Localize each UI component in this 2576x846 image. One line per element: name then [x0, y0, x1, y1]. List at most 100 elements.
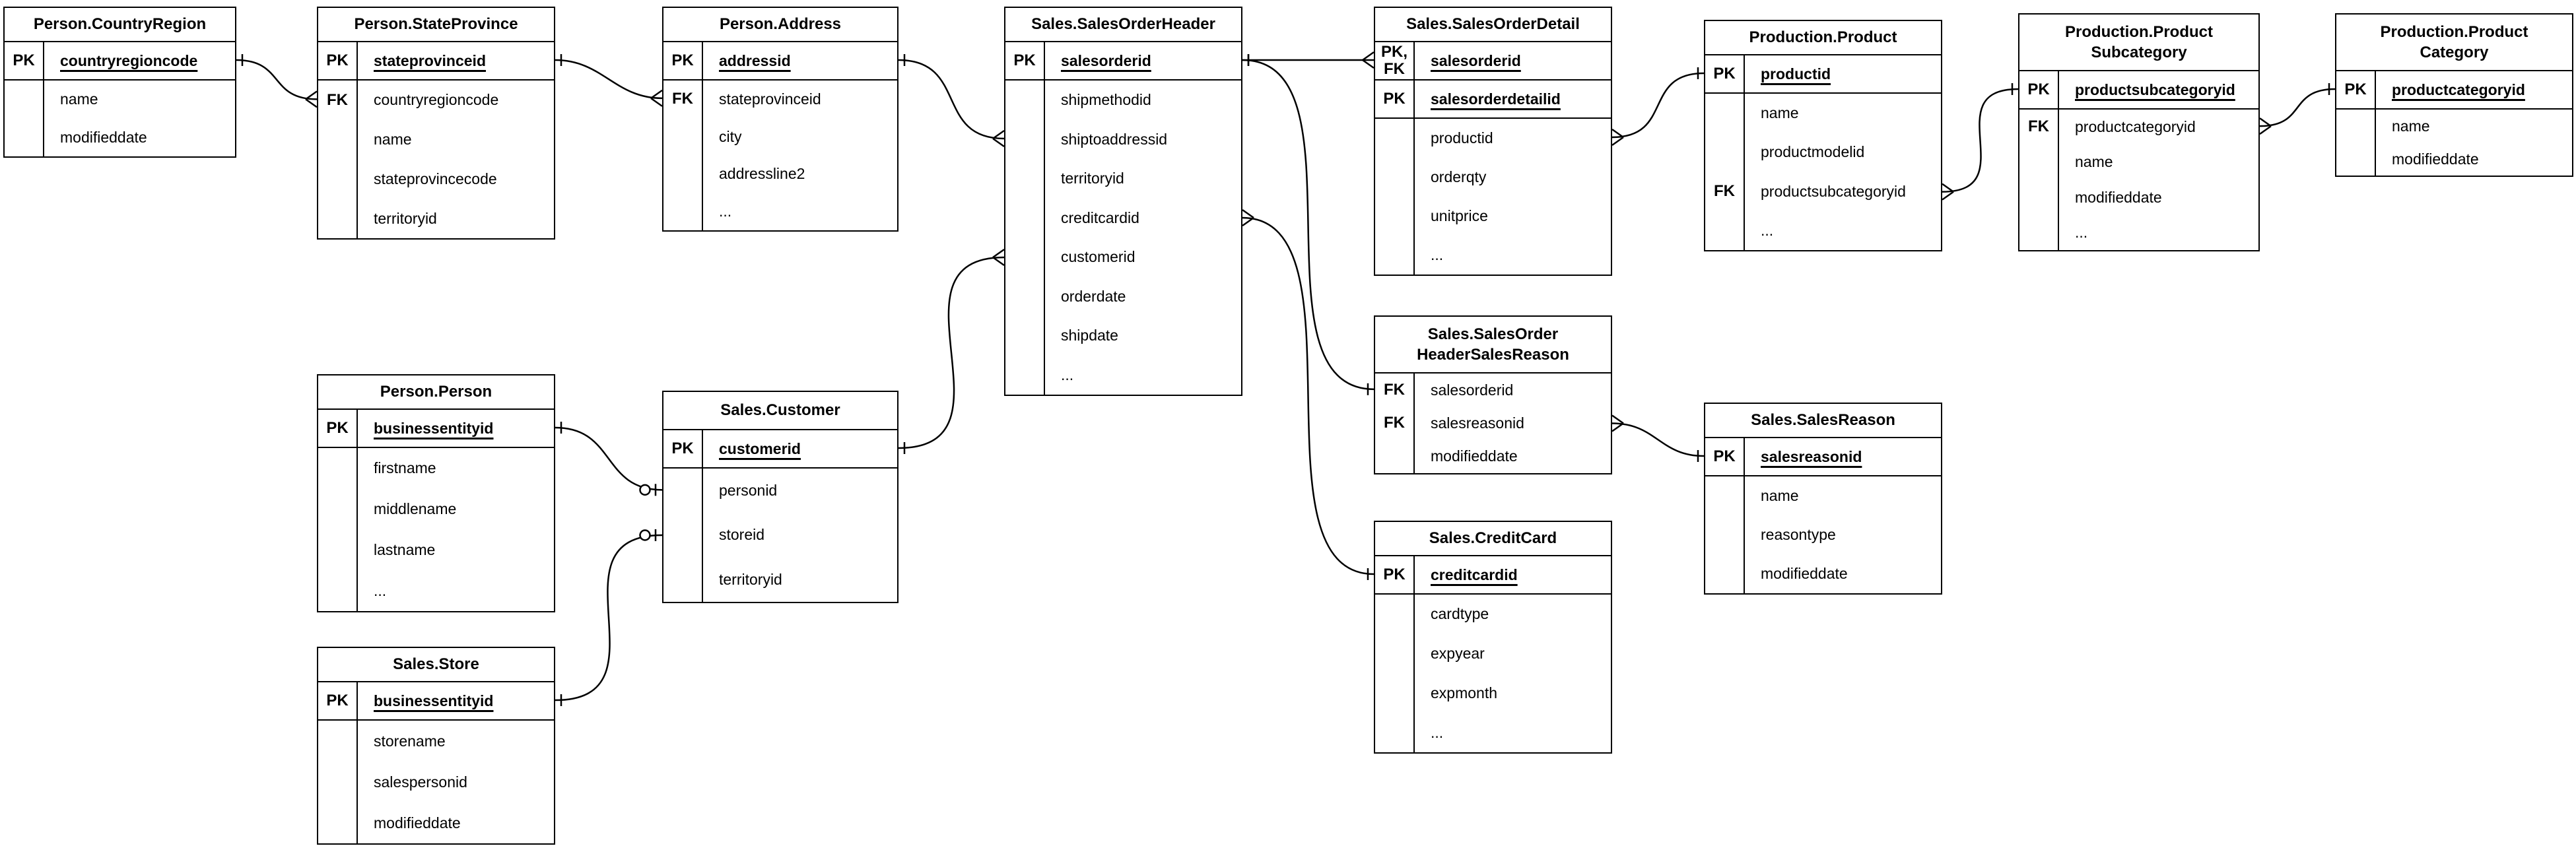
column-name: shiptoaddressid [1061, 130, 1168, 148]
column-cell: ... [1045, 356, 1241, 395]
column-cell: modifieddate [2059, 180, 2258, 215]
crow-foot-many [1362, 51, 1374, 69]
relationship-line [1242, 216, 1374, 575]
attribute-row: middlename [318, 488, 554, 530]
table-title: Person.Person [318, 375, 554, 410]
attribute-row: modifieddate [2336, 143, 2572, 176]
relationship-address-salesorderheader[interactable] [898, 54, 1005, 148]
table-title: Production.Product [1705, 21, 1941, 55]
column-cell: salesorderid [1415, 374, 1611, 407]
relationship-stateprovince-address[interactable] [555, 54, 663, 107]
key-badge [2019, 145, 2059, 180]
column-name: creditcardid [1061, 209, 1139, 226]
column-cell: middlename [358, 489, 554, 530]
column-cell: salespersonid [358, 762, 554, 802]
relationship-salesorderdetail-product[interactable] [1611, 67, 1705, 146]
key-badge: FK [1375, 407, 1415, 440]
table-title-line: Person.StateProvince [354, 15, 518, 34]
key-badge: PK [1375, 556, 1415, 593]
key-badge [318, 570, 358, 611]
column-name: modifieddate [2392, 150, 2479, 168]
relationship-line [1611, 72, 1705, 139]
table-title: Person.Address [663, 8, 897, 42]
cardinality-zero-ring [639, 529, 651, 541]
column-name: productcategoryid [2392, 81, 2525, 98]
key-badge [1005, 119, 1045, 159]
column-name: countryregioncode [374, 91, 499, 109]
key-badge [5, 118, 44, 156]
column-cell: salesreasonid [1415, 407, 1611, 439]
attribute-row: stateprovincecode [318, 159, 554, 199]
attribute-row: name [2336, 110, 2572, 143]
column-name: ... [2075, 223, 2088, 241]
relationship-salesorderheader-creditcard[interactable] [1242, 209, 1374, 580]
attribute-row: creditcardid [1005, 198, 1241, 238]
column-name: salesreasonid [1761, 447, 1862, 465]
column-cell: productmodelid [1745, 133, 1941, 172]
column-cell: orderdate [1045, 277, 1241, 317]
relationship-customer-salesorderheader[interactable] [898, 248, 1005, 454]
column-cell: productid [1415, 119, 1611, 158]
key-badge [1005, 316, 1045, 356]
relationship-countryregion-stateprovince[interactable] [236, 54, 318, 108]
key-badge: FK [1705, 172, 1745, 211]
column-name: salesreasonid [1431, 414, 1524, 432]
column-name: modifieddate [2075, 188, 2162, 206]
crow-foot-many [305, 90, 318, 108]
relationship-salesorderheadersalesreason-salesreason[interactable] [1611, 414, 1705, 463]
attribute-row: ... [663, 193, 897, 230]
table-title-line: Sales.SalesOrderDetail [1406, 15, 1580, 34]
column-name: stateprovinceid [374, 51, 486, 69]
column-name: storeid [719, 526, 765, 544]
relationship-store-customer[interactable] [555, 529, 663, 706]
table-title-line: Category [2420, 44, 2489, 61]
key-badge [318, 529, 358, 571]
key-badge [318, 721, 358, 762]
column-name: name [374, 131, 412, 148]
column-name: customerid [1061, 248, 1135, 266]
attribute-row: ... [1375, 236, 1611, 275]
attribute-row: modifieddate [1705, 554, 1941, 593]
crow-foot-many [1942, 183, 1954, 201]
key-badge: PK [1005, 42, 1045, 79]
relationship-product-productsubcategory[interactable] [1942, 83, 2019, 201]
column-cell: salesreasonid [1745, 438, 1941, 475]
table-title-line: Person.Person [380, 383, 492, 401]
key-badge: PK [2336, 71, 2376, 108]
relationship-salesorderheader-salesorderdetail[interactable] [1242, 51, 1374, 69]
column-name: territoryid [374, 209, 437, 227]
relationship-person-customer[interactable] [555, 422, 663, 496]
crow-foot-many [650, 89, 663, 107]
column-cell: creditcardid [1415, 556, 1611, 593]
relationship-salesorderheader-salesorderheadersalesreason[interactable] [1242, 54, 1374, 395]
attribute-row: expyear [1375, 634, 1611, 674]
relationship-productsubcategory-productcategory[interactable] [2259, 83, 2336, 135]
relationship-line [898, 59, 1005, 140]
column-name: expyear [1431, 645, 1485, 663]
column-cell: customerid [703, 430, 897, 467]
column-name: productmodelid [1761, 143, 1865, 161]
key-badge [1005, 198, 1045, 238]
